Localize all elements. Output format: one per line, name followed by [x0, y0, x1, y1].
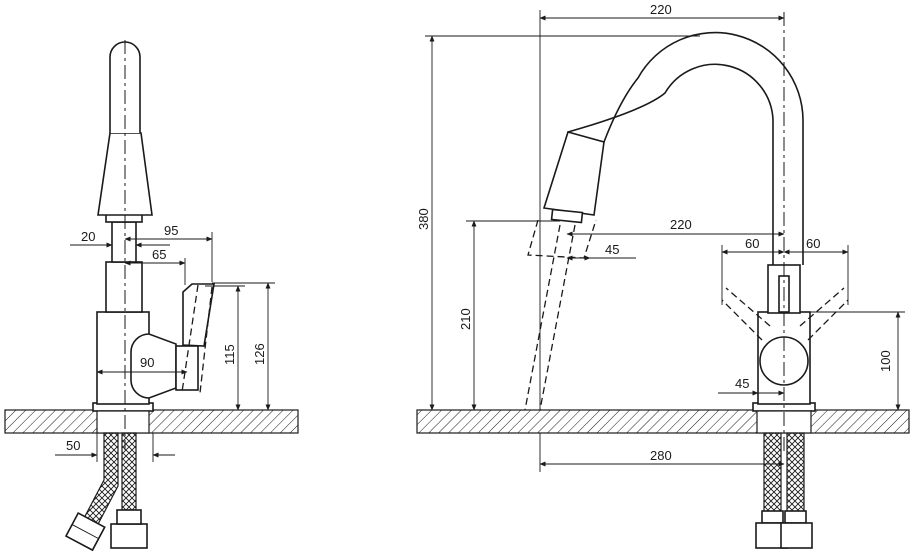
side-dim-95-label: 95: [164, 223, 178, 238]
front-dim-100-label: 100: [878, 350, 893, 372]
front-dim-380-label: 380: [416, 208, 431, 230]
front-spout-inner: [567, 63, 774, 265]
side-dim-115: 115: [205, 285, 245, 411]
front-hose-ferrule-left: [761, 510, 784, 524]
side-dim-65: 65: [124, 247, 186, 285]
front-water-flow: [524, 224, 576, 411]
front-dim-45-spout-label: 45: [605, 242, 619, 257]
front-dim-280: 280: [539, 433, 785, 472]
front-dim-210: 210: [458, 220, 560, 411]
side-dim-126-label: 126: [252, 343, 267, 365]
front-dim-45-body: 45: [718, 376, 785, 396]
side-neck: [111, 221, 137, 263]
front-dim-220-spout: 220: [566, 217, 785, 237]
side-countertop: [4, 409, 299, 434]
side-dim-20: 20: [70, 229, 170, 248]
front-dim-220-top-label: 220: [650, 2, 672, 17]
front-dim-45-spout: 45: [566, 242, 636, 261]
front-hose-ferrule-right: [784, 510, 807, 524]
side-upper-tube: [105, 261, 143, 313]
side-hose-left: [81, 432, 119, 529]
side-dim-115-label: 115: [222, 344, 237, 365]
front-dim-60-left-label: 60: [745, 236, 759, 251]
side-hose-nut-right: [110, 523, 148, 549]
side-dim-90-label: 90: [140, 355, 154, 370]
front-dim-60-right-label: 60: [806, 236, 820, 251]
front-dim-280-label: 280: [650, 448, 672, 463]
side-dim-50: 50: [55, 433, 175, 462]
front-dim-100: 100: [810, 311, 905, 411]
front-spout-outer: [603, 31, 804, 265]
side-dim-50-label: 50: [66, 438, 80, 453]
front-spout-head: [542, 131, 605, 216]
front-view: 220 380 220 45 210 60 60: [416, 2, 910, 549]
front-spout-swing: [527, 219, 597, 259]
front-countertop: [416, 409, 910, 434]
side-handle-base: [175, 345, 199, 391]
front-lever-raised-right: [799, 287, 849, 341]
front-dim-45-body-label: 45: [735, 376, 749, 391]
side-hose-nut-left: [64, 511, 106, 552]
front-dim-60-left: 60: [721, 236, 785, 305]
side-dim-65-label: 65: [152, 247, 166, 262]
side-under-mount: [96, 410, 150, 434]
front-dim-220-top: 220: [539, 2, 785, 410]
front-hose-right: [786, 432, 805, 514]
front-dim-210-label: 210: [458, 308, 473, 330]
side-view: 20 95 65 90 115 126: [4, 40, 299, 552]
front-dim-220-spout-label: 220: [670, 217, 692, 232]
front-lever-raised-left: [721, 287, 771, 341]
front-dim-60-right: 60: [783, 236, 849, 305]
side-dim-90: 90: [96, 355, 188, 375]
front-hose-left: [763, 432, 782, 514]
front-dim-380: 380: [416, 35, 700, 411]
side-hose-ferrule: [116, 509, 142, 525]
side-dim-126: 126: [212, 282, 275, 411]
front-aerator: [550, 208, 584, 224]
side-hose-right: [121, 432, 137, 511]
side-dim-95: 95: [124, 223, 213, 282]
side-dim-20-label: 20: [81, 229, 95, 244]
front-hose-nut-right: [780, 522, 813, 549]
